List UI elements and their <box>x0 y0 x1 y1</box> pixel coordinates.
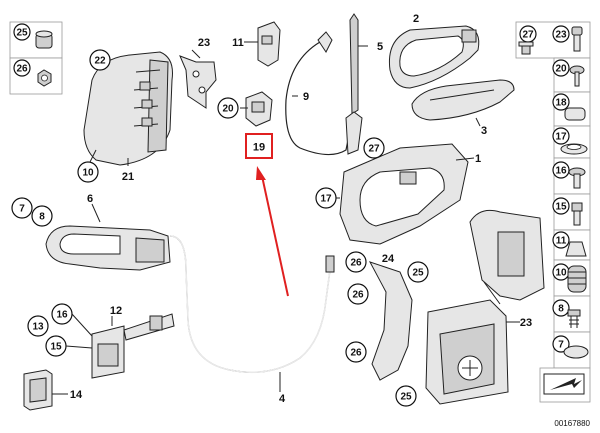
callout-27-right: 27 <box>522 30 534 41</box>
callout-26-bottom[interactable]: 26 <box>350 348 362 359</box>
cable-9-5-part <box>285 13 368 156</box>
bracket-11-part <box>244 21 281 67</box>
callout-23-right: 23 <box>555 30 567 41</box>
callout-23[interactable]: 23 <box>198 37 210 49</box>
callout-6[interactable]: 6 <box>87 193 93 205</box>
callout-16[interactable]: 16 <box>56 310 68 321</box>
callout-8[interactable]: 8 <box>39 212 45 223</box>
callout-26-top[interactable]: 26 <box>350 258 362 269</box>
callout-25-bottom[interactable]: 25 <box>400 392 412 403</box>
callout-8-right: 8 <box>558 304 564 315</box>
right-parts-column: 27 23 20 18 17 16 15 11 <box>515 21 591 403</box>
handle-3-part <box>411 79 515 127</box>
callout-27[interactable]: 27 <box>368 144 380 155</box>
callout-4[interactable]: 4 <box>279 393 286 405</box>
check-strap-part <box>91 313 175 379</box>
callout-15-right: 15 <box>555 202 567 213</box>
bolt-15-icon <box>571 202 583 212</box>
callout-11-right: 11 <box>556 236 567 247</box>
callout-17-right: 17 <box>555 132 567 143</box>
bolt-23-icon <box>571 26 583 36</box>
highlight-arrow <box>256 166 289 297</box>
pad-18-icon <box>564 107 586 121</box>
callout-18-right: 18 <box>555 98 567 109</box>
highlight-box-19 <box>245 133 273 159</box>
cover-14-part <box>23 369 53 411</box>
callout-16-right: 16 <box>555 166 567 177</box>
door-lock-part <box>368 209 545 405</box>
callout-15[interactable]: 15 <box>50 342 62 353</box>
callout-7[interactable]: 7 <box>19 204 25 215</box>
bowden-cable-4-part <box>169 235 335 392</box>
callout-10-right: 10 <box>555 268 567 279</box>
callout-26-mid[interactable]: 26 <box>352 290 364 301</box>
screw-8-icon <box>567 309 581 317</box>
callout-10[interactable]: 10 <box>82 168 94 179</box>
part-number-19[interactable]: 19 <box>253 142 265 154</box>
callout-17[interactable]: 17 <box>320 194 332 205</box>
callout-20-right: 20 <box>555 64 567 75</box>
drawing-number: 00167880 <box>554 419 590 428</box>
callout-1[interactable]: 1 <box>475 153 481 165</box>
callout-21[interactable]: 21 <box>122 171 134 183</box>
orientation-arrow-icon <box>550 378 582 390</box>
callout-24[interactable]: 24 <box>382 253 395 265</box>
inner-handle-6-part <box>45 203 171 271</box>
callout-5[interactable]: 5 <box>377 41 383 53</box>
clip-11-icon <box>565 241 587 257</box>
callout-2[interactable]: 2 <box>413 13 419 25</box>
callout-11[interactable]: 11 <box>232 37 244 49</box>
callout-13[interactable]: 13 <box>32 322 44 333</box>
cap-7-icon <box>563 345 589 359</box>
handle-2-part <box>388 25 480 89</box>
callout-20[interactable]: 20 <box>222 104 234 115</box>
bracket-23-part <box>179 49 217 109</box>
callout-22[interactable]: 22 <box>94 56 106 67</box>
callout-25-top[interactable]: 25 <box>412 268 424 279</box>
boot-10-icon <box>567 265 587 293</box>
left-parts-grid: 25 26 <box>9 21 63 95</box>
lock-cover-part <box>83 51 173 166</box>
callout-14[interactable]: 14 <box>70 389 83 401</box>
callout-9[interactable]: 9 <box>303 91 309 103</box>
callout-12[interactable]: 12 <box>110 305 122 317</box>
callout-3[interactable]: 3 <box>481 125 487 137</box>
callout-23-lock[interactable]: 23 <box>520 317 532 329</box>
callout-7-right: 7 <box>558 340 564 351</box>
callout-25-left: 25 <box>16 28 28 39</box>
handle-carrier-part <box>316 143 475 245</box>
callout-26-left: 26 <box>16 64 28 75</box>
clip-20-part <box>240 91 273 127</box>
